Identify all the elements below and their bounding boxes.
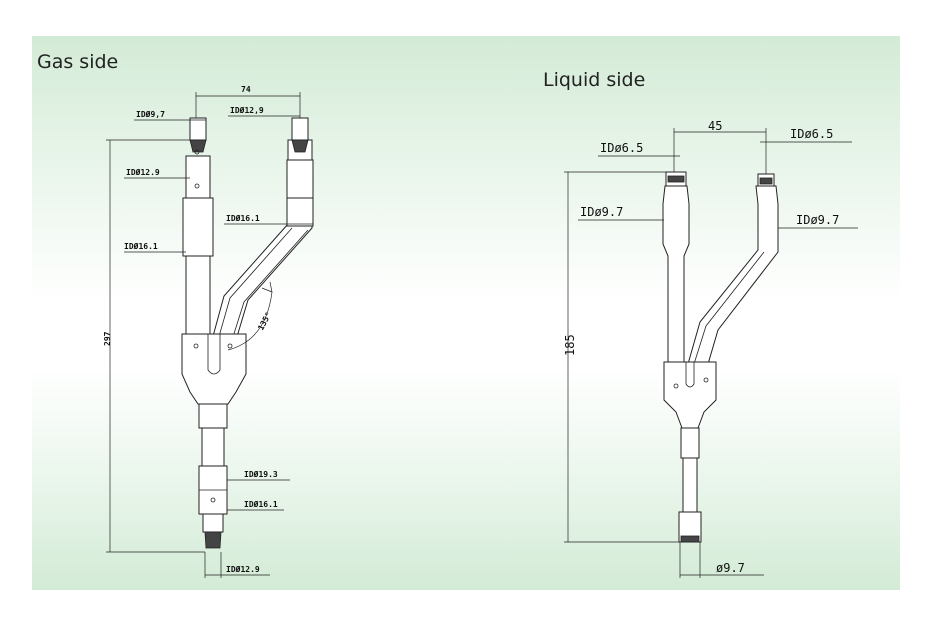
liquid-right-cap-inner (759, 177, 773, 185)
gas-marker (194, 149, 200, 155)
liquid-right-branch-pipe (687, 185, 779, 365)
liquid-id-6-5-right-label: IDø6.5 (790, 127, 833, 141)
gas-body-slot (207, 334, 221, 375)
liquid-bottom-dia-label: ø9.7 (716, 561, 745, 575)
gas-branch-inner-line-2 (231, 229, 309, 341)
liquid-side-title: Liquid side (543, 69, 646, 91)
gas-marker (210, 497, 216, 503)
gas-id-19-3-label: IDØ19.3 (244, 469, 278, 479)
gas-left-top-stub (189, 117, 207, 141)
gas-id-12-9-left-label: IDØ12.9 (126, 167, 160, 177)
gas-marker (227, 343, 233, 349)
gas-id-16-1-right-label: IDØ16.1 (226, 213, 260, 223)
gas-left-main-pipe (185, 255, 211, 335)
liquid-lower-collar (680, 427, 700, 459)
liquid-side-drawing: 45 IDø6.5 IDø6.5 IDø9.7 IDø9.7 185 ø9.7 (563, 119, 858, 578)
liquid-left-cap-inner (667, 175, 685, 183)
gas-branch-inner-line (217, 227, 293, 341)
liquid-bottom-cap (680, 535, 700, 543)
gas-lower-collar (198, 403, 228, 429)
gas-marker (193, 343, 199, 349)
liquid-marker (673, 383, 679, 389)
gas-bottom-cap (204, 531, 222, 549)
liquid-y-body (663, 361, 717, 429)
gas-angle-label: 135° (256, 311, 273, 332)
gas-length-label: 297 (103, 331, 112, 346)
gas-id-16-1-bottom-label: IDØ16.1 (244, 499, 278, 509)
gas-right-top-cap (291, 139, 309, 153)
liquid-top-width-label: 45 (708, 119, 722, 133)
liquid-marker (703, 377, 709, 383)
gas-id-9-7-label: IDØ9,7 (136, 109, 165, 119)
gas-lower-pipe (201, 427, 225, 467)
gas-marker (194, 183, 200, 189)
gas-right-top-stub (291, 117, 309, 141)
gas-id-16-1-left-label: IDØ16.1 (124, 241, 158, 251)
liquid-id-9-7-right-label: IDø9.7 (796, 213, 839, 227)
gas-top-width-label: 74 (241, 85, 251, 94)
gas-id-12-9-right-label: IDØ12,9 (230, 105, 264, 115)
gas-angle-arrow (261, 281, 273, 293)
gas-side-drawing: 74 IDØ9,7 IDØ12,9 IDØ12.9 IDØ16.1 IDØ16.… (103, 85, 314, 578)
liquid-branch-inner-line (693, 251, 765, 365)
diagram-panel (32, 36, 900, 590)
gas-id-12-9-bottom-label: IDØ12.9 (226, 564, 260, 574)
liquid-length-label: 185 (563, 334, 577, 356)
gas-left-mid-sleeve (182, 197, 214, 257)
gas-right-lower-sleeve (286, 197, 314, 227)
liquid-id-9-7-left-label: IDø9.7 (580, 205, 623, 219)
gas-bottom-pipe (202, 513, 224, 533)
liquid-left-main-pipe (662, 185, 690, 363)
gas-side-title: Gas side (37, 51, 119, 73)
gas-y-body (181, 333, 247, 405)
gas-left-upper-sleeve (185, 155, 211, 199)
liquid-lower-pipe (682, 457, 698, 513)
gas-right-sleeve (286, 159, 314, 199)
liquid-id-6-5-left-label: IDø6.5 (600, 141, 643, 155)
liquid-body-slot (685, 362, 695, 388)
gas-angle-arc (227, 291, 273, 351)
gas-left-top-cap (189, 139, 207, 153)
